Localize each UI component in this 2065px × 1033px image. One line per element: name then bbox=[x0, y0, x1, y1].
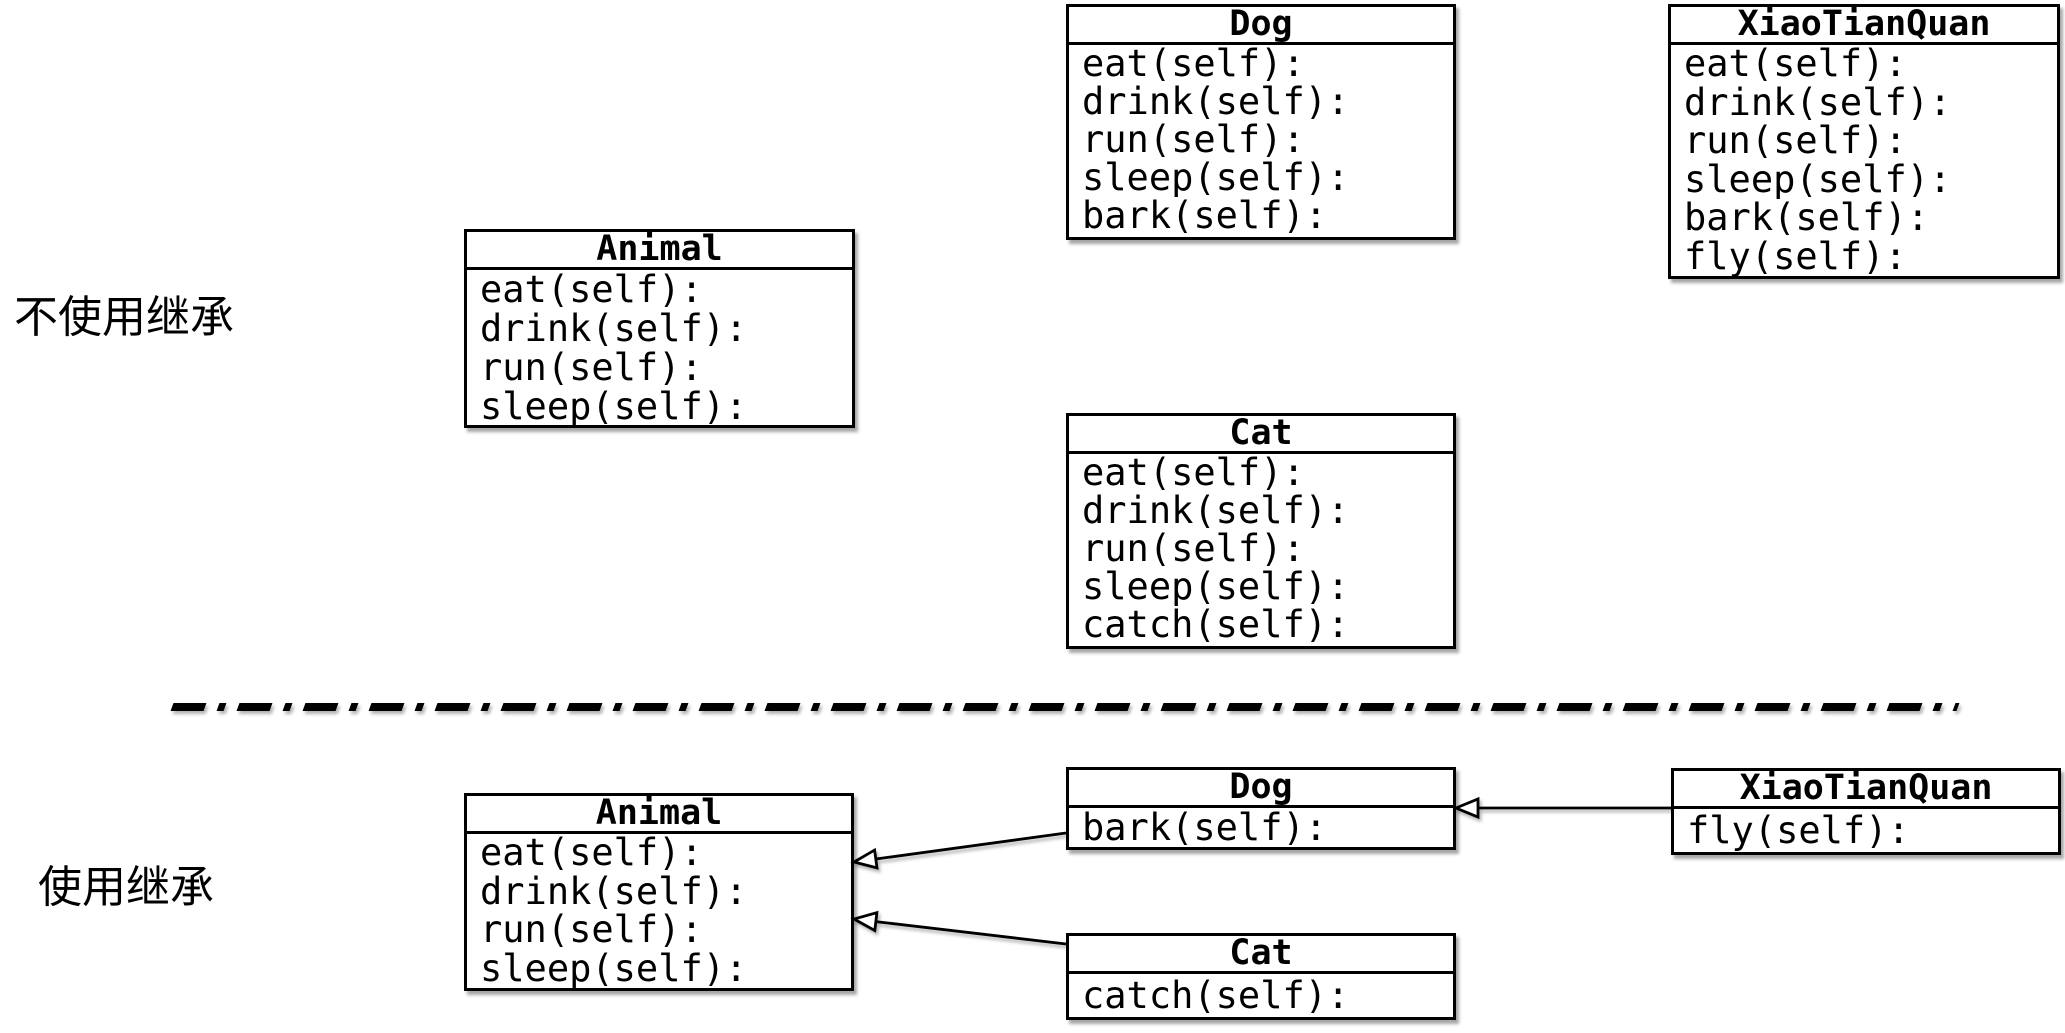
label-with-inheritance: 使用继承 bbox=[38, 862, 214, 913]
class-title: Dog bbox=[1069, 7, 1453, 45]
method-row: eat(self): bbox=[1684, 45, 1907, 84]
method-row: catch(self): bbox=[1082, 606, 1350, 644]
method-row: eat(self): bbox=[1082, 454, 1305, 492]
class-title: Animal bbox=[467, 232, 852, 270]
class-title: Cat bbox=[1069, 936, 1453, 974]
method-row: sleep(self): bbox=[480, 949, 748, 988]
class-title: XiaoTianQuan bbox=[1671, 7, 2057, 45]
class-title: Dog bbox=[1069, 770, 1453, 808]
method-row: sleep(self): bbox=[480, 387, 748, 426]
method-row: run(self): bbox=[480, 911, 703, 950]
method-row: drink(self): bbox=[1684, 83, 1952, 122]
method-row: drink(self): bbox=[1082, 492, 1350, 530]
class-box-dog-bottom: Dog bark(self): bbox=[1066, 767, 1456, 850]
method-row: run(self): bbox=[480, 348, 703, 387]
method-row: drink(self): bbox=[480, 309, 748, 348]
method-row: eat(self): bbox=[1082, 45, 1305, 83]
method-row: sleep(self): bbox=[1082, 159, 1350, 197]
method-row: bark(self): bbox=[1082, 808, 1328, 847]
class-box-xiaotianquan-bottom: XiaoTianQuan fly(self): bbox=[1671, 768, 2061, 855]
method-row: drink(self): bbox=[1082, 83, 1350, 121]
arrow-xiaotianquan-to-dog bbox=[1452, 796, 1671, 820]
method-row: bark(self): bbox=[1684, 199, 1930, 238]
class-box-xiaotianquan-top: XiaoTianQuan eat(self): drink(self): run… bbox=[1668, 4, 2060, 279]
method-row: sleep(self): bbox=[1684, 160, 1952, 199]
class-title: Cat bbox=[1069, 416, 1453, 454]
label-without-inheritance: 不使用继承 bbox=[14, 292, 234, 343]
method-row: fly(self): bbox=[1684, 237, 1907, 276]
method-row: run(self): bbox=[1082, 121, 1305, 159]
method-row: catch(self): bbox=[1082, 974, 1350, 1017]
method-row: eat(self): bbox=[480, 270, 703, 309]
class-box-animal-top: Animal eat(self): drink(self): run(self)… bbox=[464, 229, 855, 428]
class-box-dog-top: Dog eat(self): drink(self): run(self): s… bbox=[1066, 4, 1456, 240]
method-row: drink(self): bbox=[480, 872, 748, 911]
class-box-cat-bottom: Cat catch(self): bbox=[1066, 933, 1456, 1020]
class-box-cat-top: Cat eat(self): drink(self): run(self): s… bbox=[1066, 413, 1456, 649]
method-row: run(self): bbox=[1684, 122, 1907, 161]
arrow-cat-to-animal bbox=[850, 910, 1067, 946]
method-row: eat(self): bbox=[480, 834, 703, 873]
class-title: XiaoTianQuan bbox=[1674, 771, 2058, 809]
class-box-animal-bottom: Animal eat(self): drink(self): run(self)… bbox=[464, 793, 854, 991]
arrow-dog-to-animal bbox=[850, 831, 1067, 870]
method-row: sleep(self): bbox=[1082, 568, 1350, 606]
method-row: bark(self): bbox=[1082, 197, 1328, 235]
method-row: run(self): bbox=[1082, 530, 1305, 568]
method-row: fly(self): bbox=[1687, 809, 1910, 852]
class-title: Animal bbox=[467, 796, 851, 834]
